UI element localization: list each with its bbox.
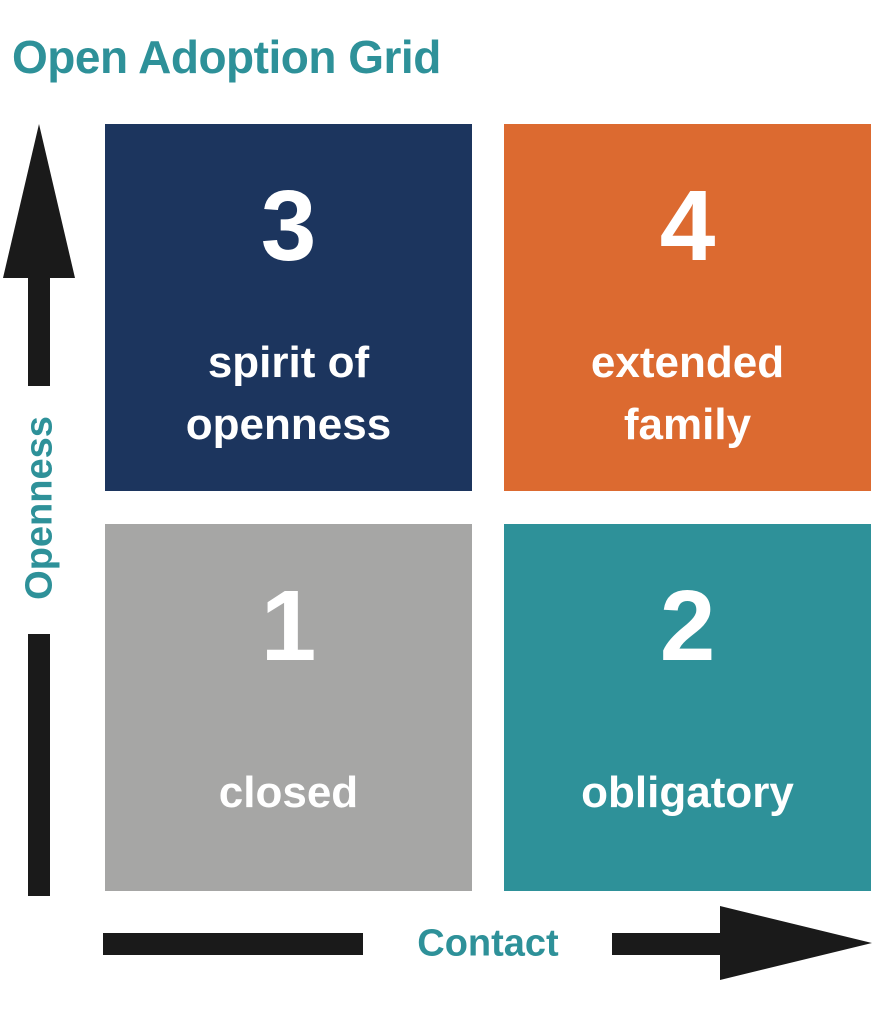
quadrant-label: obligatory: [504, 762, 871, 824]
y-axis-shaft-lower: [28, 634, 50, 896]
quadrant-1-closed: 1 closed: [105, 524, 472, 891]
quadrant-4-extended-family: 4 extended family: [504, 124, 871, 491]
y-axis-shaft-upper: [28, 270, 50, 386]
x-axis-label: Contact: [417, 922, 559, 965]
y-axis-label: Openness: [18, 416, 61, 600]
quadrant-label-line: extended: [590, 338, 785, 387]
x-axis-arrowhead: [720, 906, 872, 980]
x-axis-shaft-right: [612, 933, 730, 955]
quadrant-number: 3: [260, 170, 317, 282]
quadrant-label-line: spirit of: [207, 338, 370, 387]
quadrant-label-line: obligatory: [581, 768, 794, 817]
quadrant-3-spirit-of-openness: 3 spirit of openness: [105, 124, 472, 491]
quadrant-label-line: openness: [185, 400, 392, 449]
quadrant-label-line: family: [623, 400, 752, 449]
quadrant-number: 4: [659, 170, 716, 282]
quadrant-number: 2: [659, 570, 716, 682]
quadrant-label: closed: [105, 762, 472, 824]
quadrant-label: extended family: [504, 332, 871, 456]
quadrant-number: 1: [260, 570, 317, 682]
y-axis-arrowhead: [3, 124, 75, 278]
diagram-title: Open Adoption Grid: [12, 31, 441, 83]
quadrant-2-obligatory: 2 obligatory: [504, 524, 871, 891]
quadrant-label-line: closed: [218, 768, 359, 817]
quadrant-label: spirit of openness: [105, 332, 472, 456]
x-axis-shaft-left: [103, 933, 363, 955]
